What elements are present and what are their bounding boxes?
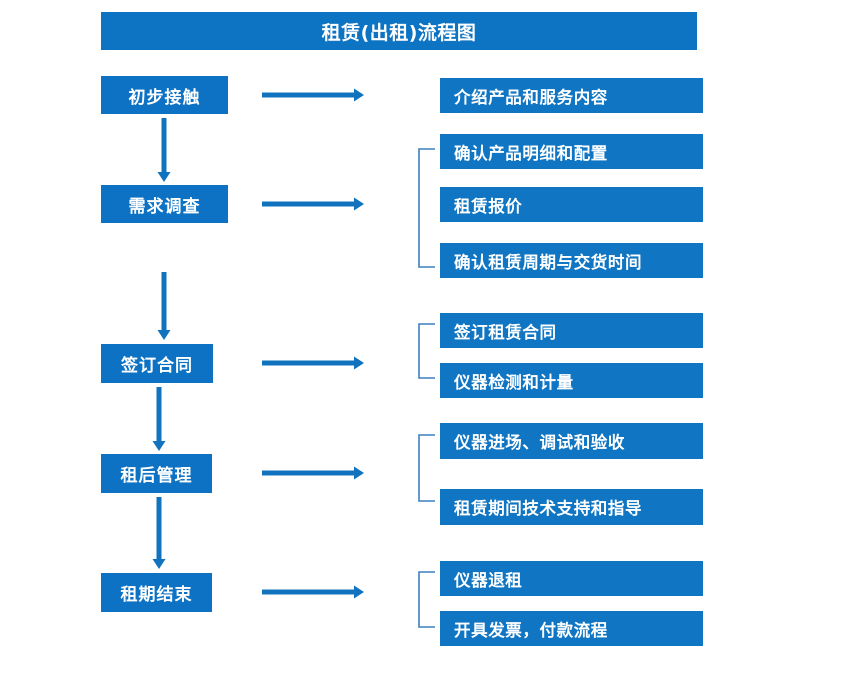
vertical-arrow-3 <box>150 387 168 451</box>
horizontal-arrow-2 <box>262 195 364 213</box>
detail-box-2[interactable]: 确认产品明细和配置 <box>440 134 703 169</box>
detail-box-1[interactable]: 介绍产品和服务内容 <box>440 78 703 113</box>
detail-box-5[interactable]: 签订租赁合同 <box>440 313 703 348</box>
detail-box-9[interactable]: 仪器退租 <box>440 561 703 596</box>
horizontal-arrow-1 <box>262 86 364 104</box>
detail-box-7[interactable]: 仪器进场、调试和验收 <box>440 423 703 459</box>
detail-box-8[interactable]: 租赁期间技术支持和指导 <box>440 489 703 525</box>
page-title: 租赁(出租)流程图 <box>101 12 697 50</box>
group-bracket-4 <box>417 571 435 628</box>
horizontal-arrow-3 <box>262 354 364 372</box>
group-bracket-3 <box>417 434 435 502</box>
group-bracket-2 <box>417 323 435 379</box>
stage-box-5[interactable]: 租期结束 <box>101 573 212 612</box>
detail-box-4[interactable]: 确认租赁周期与交货时间 <box>440 243 703 278</box>
vertical-arrow-1 <box>155 118 173 182</box>
horizontal-arrow-5 <box>262 583 364 601</box>
horizontal-arrow-4 <box>262 464 364 482</box>
detail-box-6[interactable]: 仪器检测和计量 <box>440 363 703 398</box>
stage-box-2[interactable]: 需求调查 <box>101 185 228 223</box>
vertical-arrow-4 <box>150 497 168 569</box>
group-bracket-1 <box>417 148 435 268</box>
stage-box-1[interactable]: 初步接触 <box>101 76 228 114</box>
stage-box-3[interactable]: 签订合同 <box>101 344 213 383</box>
vertical-arrow-2 <box>155 272 173 340</box>
stage-box-4[interactable]: 租后管理 <box>101 454 212 493</box>
detail-box-3[interactable]: 租赁报价 <box>440 187 703 222</box>
detail-box-10[interactable]: 开具发票，付款流程 <box>440 611 703 646</box>
